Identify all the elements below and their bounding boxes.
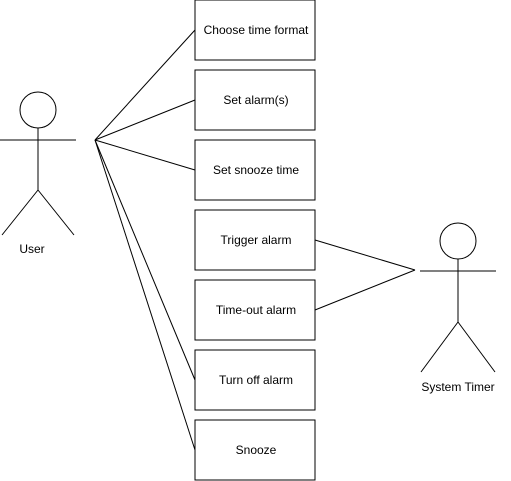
use-case-turn-off-alarm[interactable]: Turn off alarm <box>194 349 316 411</box>
use-case-choose-time-format[interactable]: Choose time format <box>194 0 316 61</box>
actor-user: User <box>0 91 76 256</box>
use-case-label: Trigger alarm <box>221 233 292 247</box>
actor-label-user: User <box>19 242 44 256</box>
actor-label-system-timer: System Timer <box>421 380 494 394</box>
association-timer-time-out-alarm <box>314 269 416 311</box>
actor-system-timer: System Timer <box>420 222 496 394</box>
use-case-label: Time-out alarm <box>216 303 296 317</box>
association-timer-trigger-alarm <box>314 239 416 271</box>
association-user-set-alarms <box>94 99 196 141</box>
use-case-label: Snooze <box>236 443 277 457</box>
association-user-turn-off-alarm <box>94 139 196 381</box>
use-case-trigger-alarm[interactable]: Trigger alarm <box>194 209 316 271</box>
association-user-choose-time-format <box>94 29 196 141</box>
association-user-set-snooze-time <box>94 139 196 171</box>
use-case-set-alarms[interactable]: Set alarm(s) <box>194 69 316 131</box>
use-case-set-snooze-time[interactable]: Set snooze time <box>194 139 316 201</box>
association-user-snooze <box>94 139 196 451</box>
use-case-label: Set snooze time <box>213 163 299 177</box>
use-case-time-out-alarm[interactable]: Time-out alarm <box>194 279 316 341</box>
use-case-label: Choose time format <box>204 23 309 37</box>
use-case-label: Set alarm(s) <box>223 93 288 107</box>
use-case-snooze[interactable]: Snooze <box>194 419 316 481</box>
stick-figure-icon <box>0 91 76 236</box>
stick-figure-icon <box>420 222 496 373</box>
use-case-label: Turn off alarm <box>219 373 293 387</box>
